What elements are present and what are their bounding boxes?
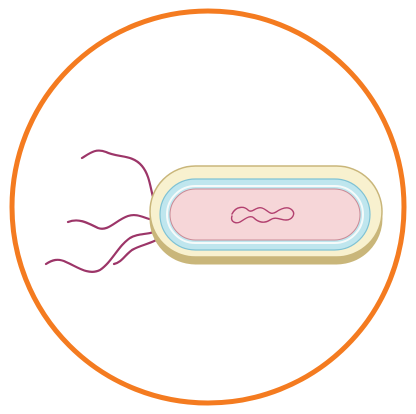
cytoplasm <box>170 189 360 240</box>
flagellum <box>46 228 163 272</box>
flagellum <box>82 151 158 211</box>
flagellum <box>68 215 160 229</box>
flagella <box>46 151 165 272</box>
